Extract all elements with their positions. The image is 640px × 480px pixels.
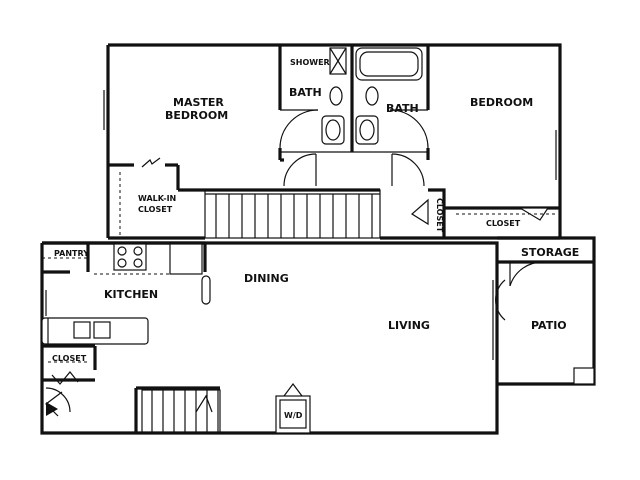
label-walkin-1: WALK-IN [138,194,176,203]
bath-fixtures [321,47,423,145]
patio-column [573,367,595,385]
label-master-bedroom-2: BEDROOM [165,109,228,122]
label-entry-closet: CLOSET [52,354,87,363]
upper-windows [103,90,557,180]
upper-stairs [204,189,381,239]
label-walkin-2: CLOSET [138,205,173,214]
patio-door [495,279,506,321]
label-dining: DINING [244,272,289,285]
label-washer-dryer: W/D [284,411,303,420]
label-kitchen: KITCHEN [104,288,158,301]
storage-door [509,261,545,287]
label-pantry: PANTRY [54,249,89,258]
kitchen-fixtures [41,243,211,417]
label-bedroom: BEDROOM [470,96,533,109]
upper-walls [106,43,562,240]
room-labels: SHOWER BATH BATH MASTER BEDROOM BEDROOM … [52,58,579,420]
lower-walls [40,236,596,435]
label-master-bedroom-1: MASTER [173,96,224,109]
label-living: LIVING [388,319,430,332]
lower-stairs [141,389,221,434]
label-bedroom-closet: CLOSET [486,219,521,228]
label-bath-right: BATH [386,102,419,115]
label-shower: SHOWER [290,58,330,67]
label-bath-left: BATH [289,86,322,99]
label-patio: PATIO [531,319,567,332]
label-storage: STORAGE [521,246,579,259]
washer-dryer [275,383,311,434]
label-hall-closet: CLOSET [435,198,444,233]
